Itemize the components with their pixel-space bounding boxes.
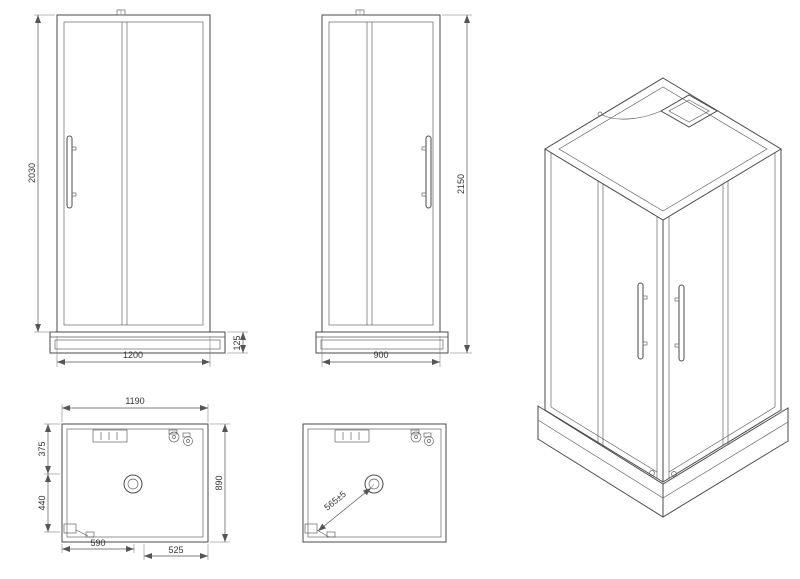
iso-door-handles	[637, 282, 685, 362]
front-dim-width: 1200	[56, 336, 211, 367]
plan-left-lower-dim-label: 440	[37, 495, 47, 510]
side-door-frame	[321, 9, 441, 333]
plan-view-2: 565±5	[302, 423, 447, 543]
plan2-walls	[302, 423, 447, 543]
side-door-handle	[421, 135, 432, 209]
plan-bottom-left-dim-label: 590	[90, 538, 105, 548]
front-shower-tray	[49, 331, 226, 354]
front-tray-dim-label: 125	[232, 335, 242, 350]
front-door-frame	[56, 9, 211, 333]
iso-shower-tray	[537, 405, 789, 518]
plan2-drain	[364, 474, 384, 494]
shower-hose	[601, 110, 662, 120]
front-dim-tray: 125	[227, 331, 248, 354]
isometric-view	[537, 77, 789, 518]
plan-walls	[61, 423, 209, 543]
iso-right-handle	[678, 284, 685, 362]
side-view: 900 2150	[315, 9, 472, 367]
plan-bottom-right-dim-label: 525	[168, 545, 183, 555]
plan-drain	[123, 474, 143, 494]
roller-adjuster	[355, 9, 365, 16]
iso-shower-head-unit	[597, 94, 719, 128]
side-width-dim-label: 900	[373, 350, 388, 360]
side-shower-tray	[315, 331, 449, 354]
plan-dim-width: 1190	[61, 396, 209, 422]
plan-width-dim-label: 1190	[125, 396, 144, 406]
plan2-diagonal-dim-label: 565±5	[322, 489, 348, 512]
front-door-handle	[66, 135, 77, 209]
front-height-dim-label: 2030	[27, 163, 37, 183]
plan-control-panel	[92, 429, 128, 443]
door-roller	[671, 471, 677, 477]
plan2-dim-diagonal: 565±5	[317, 483, 375, 532]
plan2-control-panel	[334, 429, 370, 443]
plan-dim-left-upper: 375	[37, 423, 60, 475]
side-height-dim-label: 2150	[456, 174, 466, 194]
iso-left-handle	[637, 282, 644, 360]
side-dim-width: 900	[321, 336, 441, 367]
plan-door-mechanism	[63, 523, 95, 538]
front-dim-height: 2030	[27, 14, 55, 333]
plan-view: 1190 890 375 440 590 5	[37, 396, 230, 560]
roller-adjuster	[116, 9, 126, 16]
plan-left-upper-dim-label: 375	[37, 441, 47, 456]
plan2-door-mechanism	[304, 523, 336, 538]
plan2-shower-fixtures	[410, 429, 434, 446]
plan-depth-dim-label: 890	[214, 475, 224, 490]
front-width-dim-label: 1200	[123, 350, 143, 360]
plan-dim-depth: 890	[210, 423, 230, 543]
door-roller	[649, 470, 655, 476]
iso-cabin-top	[544, 77, 782, 221]
plan-dim-bottom-right: 525	[143, 544, 209, 560]
iso-cabin-walls	[544, 148, 782, 483]
front-view: 2030 1200 125	[27, 9, 248, 367]
side-dim-height: 2150	[442, 14, 472, 354]
plan-shower-fixtures	[168, 429, 193, 446]
plan-dim-left-lower: 440	[37, 474, 60, 533]
plan-dim-bottom-left: 590	[61, 538, 135, 553]
